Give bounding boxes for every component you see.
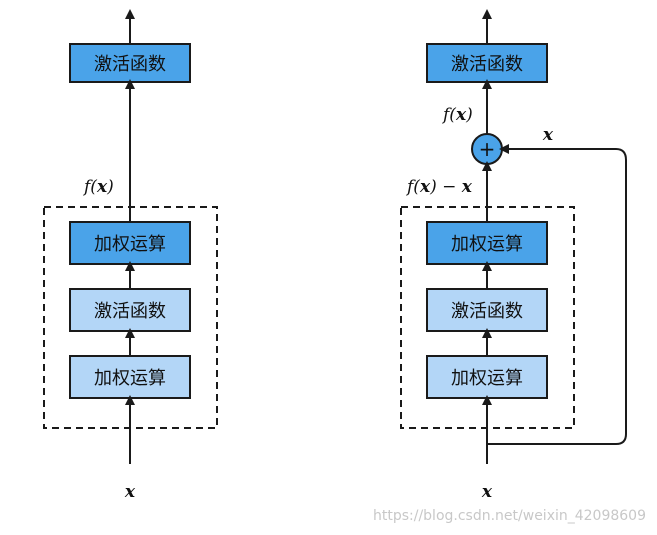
left-activation-label: 激活函数 (94, 301, 166, 322)
right-weighted-op-label-1: 加权运算 (451, 234, 523, 255)
right-residual-label: f(x) − x (405, 177, 473, 197)
right-weighted-op-label-2: 加权运算 (451, 368, 523, 389)
left-activation-box (69, 288, 191, 332)
left-input-label: x (124, 482, 136, 502)
right-top-activation-box (426, 43, 548, 83)
left-weighted-op-label-1: 加权运算 (94, 234, 166, 255)
right-skip-label: x (542, 125, 554, 145)
right-fx-label: f(x) (441, 105, 473, 125)
left-diagram: 激活函数 f(x) 加权运算 激活函数 加权运算 x (43, 9, 218, 502)
watermark: https://blog.csdn.net/weixin_42098609 (373, 508, 646, 524)
right-activation-label: 激活函数 (451, 301, 523, 322)
right-input-label: x (481, 482, 493, 502)
right-top-activation-label: 激活函数 (451, 54, 523, 75)
left-weighted-op-box-2 (69, 355, 191, 399)
right-plus-symbol: + (479, 137, 496, 161)
right-activation-box (426, 288, 548, 332)
left-weighted-op-box-1 (69, 221, 191, 265)
left-top-activation-label: 激活函数 (94, 54, 166, 75)
right-skip-connection (487, 144, 627, 445)
left-fx-label: f(x) (82, 177, 114, 197)
left-weighted-op-label-2: 加权运算 (94, 368, 166, 389)
right-diagram: 激活函数 f(x) + x f(x) − x 加权运算 激活函数 加权运算 x (400, 9, 627, 502)
